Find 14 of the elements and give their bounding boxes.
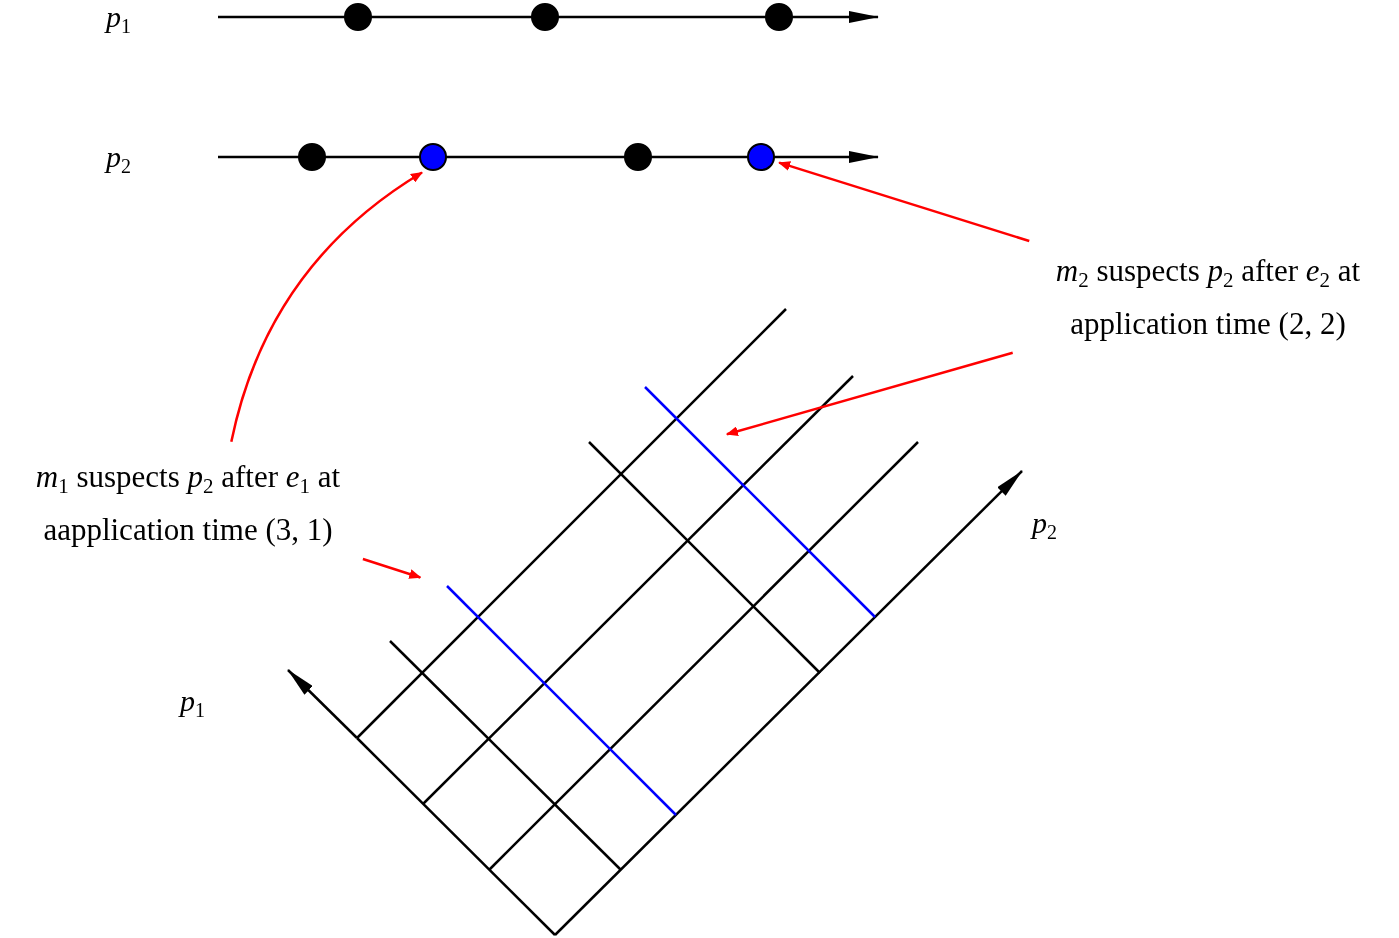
arrow [362,557,422,579]
arrow [230,171,423,443]
process-label: p$_{2}$ [106,140,131,174]
annotation-text: m$_{1}$ suspects p$_{2}$ after e$_{1}$ at aapplication time (3, 1) [2,450,374,556]
suspect-line [446,585,677,816]
arrow [778,161,1030,243]
suspected-event-dot [747,143,775,171]
process-label: p$_{1}$ [180,684,205,718]
suspected-event-dot [419,143,447,171]
suspect-line [644,386,876,618]
process-label: p$_{2}$ [1032,506,1057,540]
annotation-text: m$_{2}$ suspects p$_{2}$ after e$_{2}$ at application time (2, 2) [1012,244,1399,350]
process-label: p$_{1}$ [106,0,131,34]
arrow [725,351,1014,437]
